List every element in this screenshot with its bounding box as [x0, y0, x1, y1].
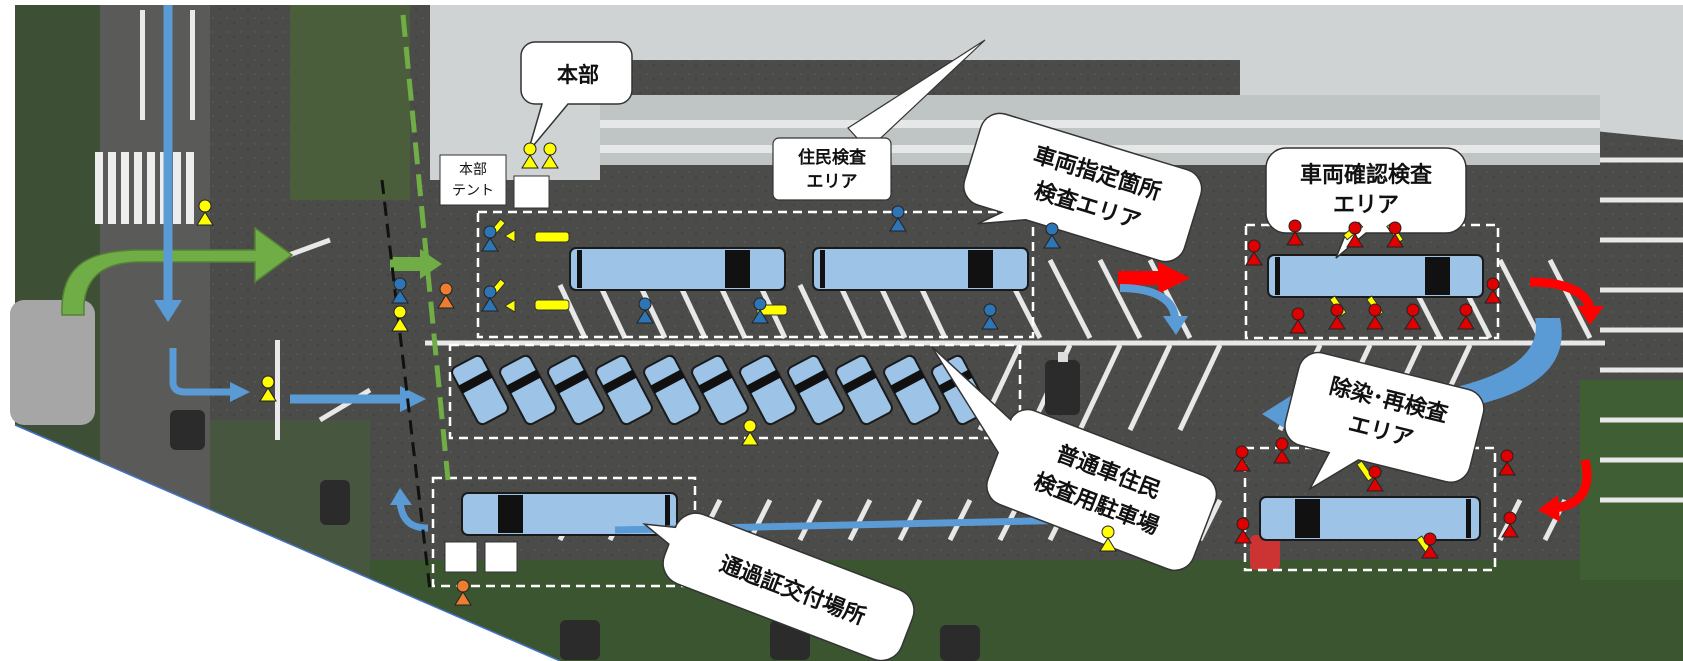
person-icon	[1457, 303, 1475, 330]
bus-icon	[461, 492, 678, 536]
blue-curve-arrow	[1119, 284, 1179, 321]
person-icon	[259, 375, 277, 402]
person-icon	[636, 297, 654, 324]
person-icon	[437, 282, 455, 309]
car-icon	[595, 354, 653, 426]
speech-bubble: 除染･再検査 エリア	[1284, 351, 1485, 492]
car-icon	[739, 354, 797, 426]
person-icon	[196, 199, 214, 226]
parked-cars	[451, 354, 989, 426]
resident-inspection-line-1: 住民検査	[798, 147, 867, 168]
staff-markers	[196, 142, 1519, 606]
green-entry-arrow	[61, 226, 294, 316]
person-icon	[1289, 307, 1307, 334]
car-icon	[451, 354, 509, 426]
person-icon	[391, 305, 409, 332]
person-icon	[1386, 221, 1404, 248]
person-icon	[981, 303, 999, 330]
car-icon	[499, 354, 557, 426]
person-icon	[391, 277, 409, 304]
car-icon	[691, 354, 749, 426]
car-icon	[643, 354, 701, 426]
person-icon	[1366, 303, 1384, 330]
person-icon	[454, 579, 472, 606]
speech-bubble: 通過証交付場所	[642, 512, 915, 661]
person-icon	[481, 225, 499, 252]
person-icon	[889, 205, 907, 232]
car-icon	[835, 354, 893, 426]
person-icon	[1234, 517, 1252, 544]
bus-icon	[812, 247, 1029, 291]
person-icon	[1404, 303, 1422, 330]
person-icon	[1099, 525, 1117, 552]
car-icon	[787, 354, 845, 426]
car-icon	[883, 354, 941, 426]
black-dashed-path	[380, 179, 432, 591]
gate-box	[10, 300, 95, 425]
photo-border	[14, 424, 561, 661]
booth-icon	[444, 541, 478, 573]
vehicle-confirm-line-1: 車両確認検査	[1300, 162, 1433, 188]
person-icon	[1245, 239, 1263, 266]
person-icon	[741, 419, 759, 446]
bus-icon	[1259, 496, 1481, 541]
green-dashed-path	[400, 14, 451, 481]
person-icon	[541, 142, 559, 169]
person-icon	[1233, 445, 1251, 472]
person-icon	[1498, 449, 1516, 476]
person-icon	[1346, 221, 1364, 248]
vehicle-confirm-line-2: エリア	[1333, 193, 1399, 218]
bus-icon	[1267, 254, 1484, 298]
person-icon	[521, 142, 539, 169]
person-icon	[1328, 303, 1346, 330]
person-icon	[751, 297, 769, 324]
bus-icon	[569, 247, 786, 291]
blue-uturn-arrow	[396, 501, 429, 532]
buses	[461, 247, 1484, 541]
person-icon	[1273, 437, 1291, 464]
booth-icon	[484, 541, 518, 573]
person-icon	[1501, 511, 1519, 538]
tent-icon	[513, 175, 550, 209]
person-icon	[481, 285, 499, 312]
honbu-tent-line-2: テント	[452, 183, 494, 199]
honbu-tent-line-1: 本部	[459, 162, 487, 178]
blue-bend-arrow	[169, 348, 232, 396]
person-icon	[1286, 219, 1304, 246]
speech-bubble	[520, 41, 633, 153]
tent-icon	[439, 154, 507, 206]
speech-bubble	[772, 137, 892, 201]
person-icon	[1366, 465, 1384, 492]
red-curve-arrow-2	[1554, 458, 1592, 513]
person-icon	[1484, 277, 1502, 304]
person-icon	[1421, 532, 1439, 559]
car-icon	[547, 354, 605, 426]
person-icon	[1043, 222, 1061, 249]
resident-inspection-line-2: エリア	[807, 172, 858, 192]
honbu-label: 本部	[557, 63, 599, 87]
